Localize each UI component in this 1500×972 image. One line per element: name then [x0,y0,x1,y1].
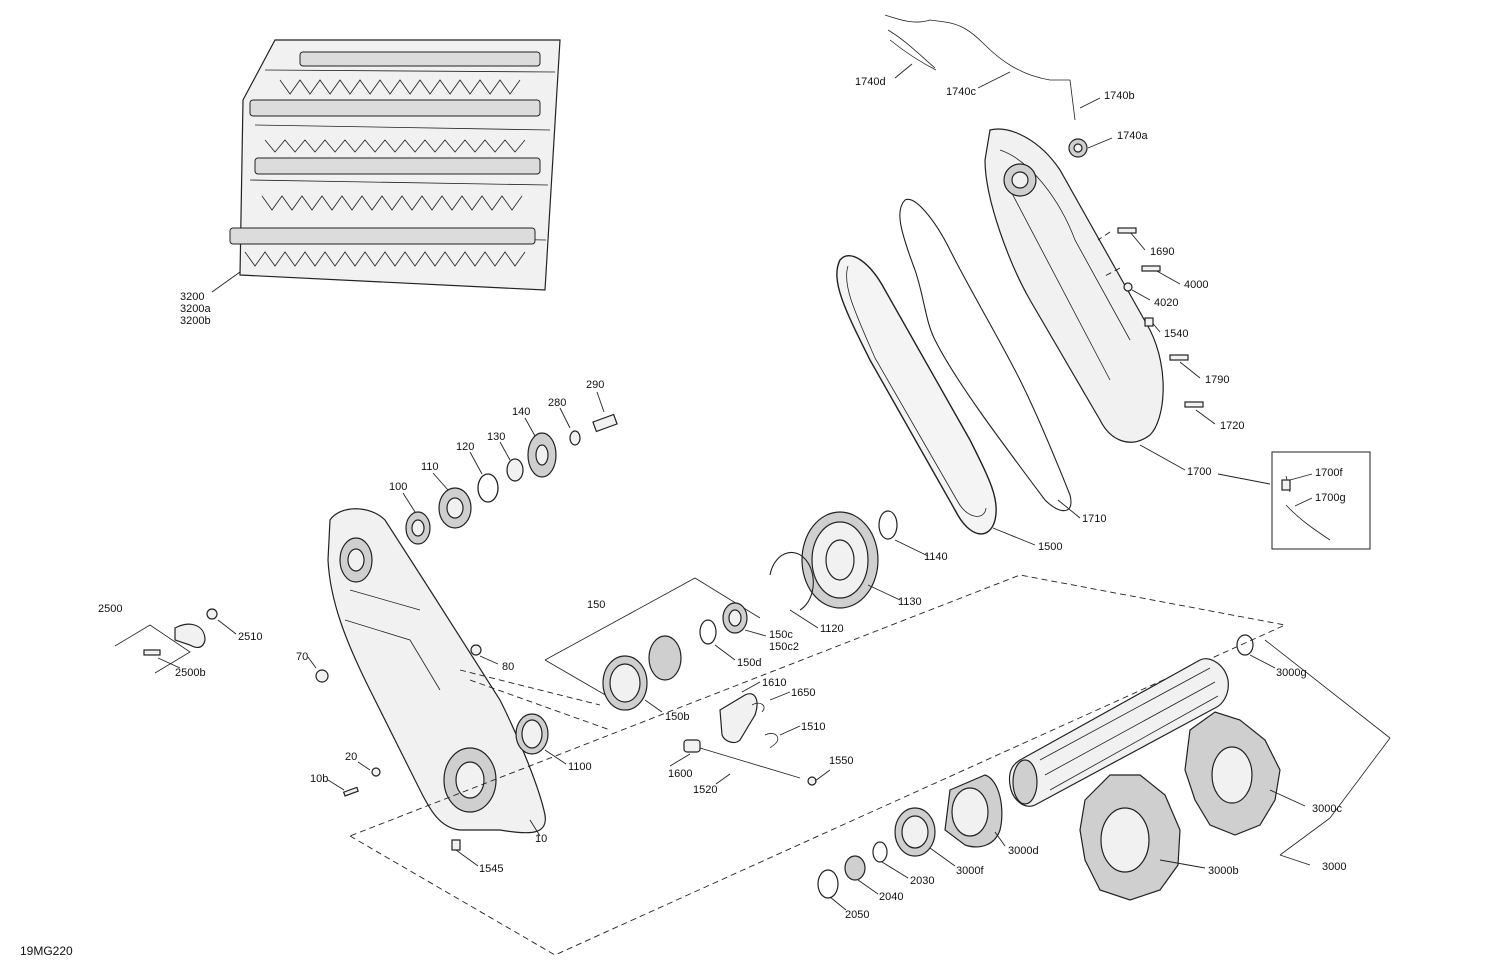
upper-shaft-parts [402,391,618,545]
callout-1740c: 1740c [946,86,976,98]
callout-1710: 1710 [1082,513,1106,525]
callout-290: 290 [586,379,604,391]
callout-3000g: 3000g [1276,667,1307,679]
callout-1130: 1130 [898,596,922,608]
callout-110: 110 [421,461,439,473]
callout-2500b: 2500b [175,667,206,679]
callout-150d: 150d [737,657,761,669]
track-illustration [211,39,561,293]
callout-2500: 2500 [98,603,122,615]
inset-1700 [1271,451,1371,550]
callout-1610: 1610 [762,677,786,689]
group-2500 [114,608,237,674]
callout-2510: 2510 [238,631,262,643]
callout-2050: 2050 [845,909,869,921]
callout-1690: 1690 [1150,246,1174,258]
callout-280: 280 [548,397,566,409]
callout-3000f: 3000f [956,865,984,877]
drive-chain-illustration [836,198,1081,546]
callout-2040: 2040 [879,891,903,903]
callout-1100: 1100 [568,761,592,773]
callout-70: 70 [296,651,308,663]
callout-20: 20 [345,751,357,763]
group-150 [544,577,767,713]
callout-150: 150 [587,599,605,611]
callout-130: 130 [487,431,505,443]
callout-1740b: 1740b [1104,90,1135,102]
callout-1140: 1140 [924,551,948,563]
left-hardware [307,644,567,797]
callout-100: 100 [389,481,407,493]
chaincase-cover-illustration [884,14,1271,485]
callout-1720: 1720 [1220,420,1244,432]
callout-1520: 1520 [693,784,717,796]
callout-140: 140 [512,406,530,418]
callout-4000: 4000 [1184,279,1208,291]
callout-150b: 150b [665,711,689,723]
callout-1700f: 1700f [1315,467,1343,479]
drive-axle-group [817,634,1391,911]
callout-1790: 1790 [1205,374,1229,386]
callout-3000b: 3000b [1208,865,1239,877]
callout-1510: 1510 [801,721,825,733]
driven-sprocket-group [769,510,929,629]
diagram-reference-code: 19MG220 [20,944,73,958]
callout-1500: 1500 [1038,541,1062,553]
lever-parts [669,681,831,786]
callout-1740d: 1740d [855,76,886,88]
callout-1740a: 1740a [1117,130,1148,142]
chaincase-housing-illustration [327,508,546,867]
callout-120: 120 [456,441,474,453]
cover-bolts [1117,227,1204,408]
callout-1700: 1700 [1187,466,1211,478]
callout-1545: 1545 [479,863,503,875]
callout-1540: 1540 [1164,328,1188,340]
callout-10b: 10b [310,773,328,785]
callout-1120: 1120 [820,623,844,635]
callout-1700g: 1700g [1315,492,1346,504]
callout-3000d: 3000d [1008,845,1039,857]
callout-80: 80 [502,661,514,673]
callout-1650: 1650 [791,687,815,699]
callout-4020: 4020 [1154,297,1178,309]
callout-3000c: 3000c [1312,803,1342,815]
assembly-dashed-lines [349,574,1287,956]
callout-10: 10 [535,833,547,845]
callout-2030: 2030 [910,875,934,887]
callout-1550: 1550 [829,755,853,767]
callout-1600: 1600 [668,768,692,780]
callout-3000: 3000 [1322,861,1346,873]
